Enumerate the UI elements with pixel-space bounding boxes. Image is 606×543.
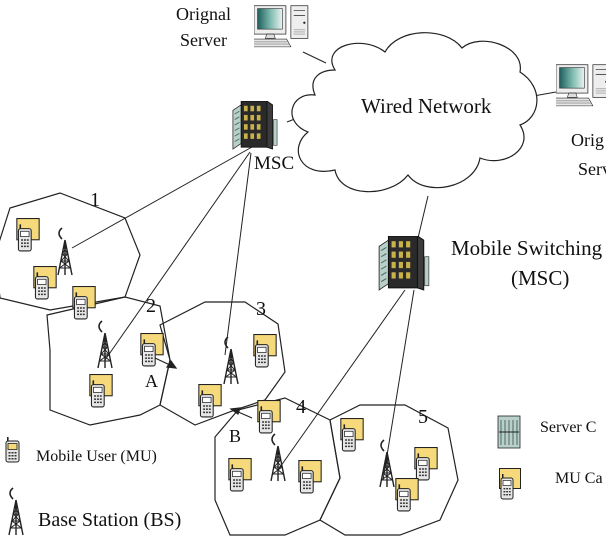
cell-5	[319, 404, 459, 536]
msc-rack-top	[232, 101, 278, 150]
msc-rack-right	[378, 236, 430, 291]
cell-4-label: 4	[296, 396, 306, 418]
mobile-user-with-cache-icon	[140, 333, 164, 367]
legend-base-station-label: Base Station (BS)	[38, 509, 182, 531]
legend-base-station-icon	[8, 487, 24, 536]
connection-lines	[71, 51, 557, 481]
base-station-tower-icon	[379, 439, 395, 488]
original-server-computer-right	[556, 64, 606, 107]
left-server-label-line1: Orignal	[176, 4, 231, 24]
base-station-tower-icon	[97, 320, 113, 369]
cell-5-label: 5	[418, 406, 428, 428]
handoff-arrows	[154, 357, 253, 419]
mobile-user-with-cache-icon	[72, 286, 96, 320]
link-cloud-msc-right	[417, 195, 429, 239]
legend-server-cache-label: Server C	[540, 419, 597, 436]
link-msc-top-bs2	[104, 151, 251, 361]
mobile-user-with-cache-icon	[253, 334, 277, 368]
mobile-user-with-cache-icon	[257, 400, 281, 434]
msc-top-label: MSC	[254, 153, 295, 174]
mobile-user-with-cache-icon	[33, 266, 57, 300]
mobile-user-with-cache-icon	[414, 447, 438, 481]
wired-network-label: Wired Network	[361, 94, 492, 118]
mobile-user-with-cache-icon	[228, 458, 252, 492]
msc-right-label-line1: Mobile Switching	[451, 236, 603, 260]
link-left-server-cloud	[302, 51, 327, 64]
link-msc-right-bs5	[382, 289, 415, 481]
left-server-label-line2: Server	[180, 30, 227, 50]
cell-1	[0, 192, 141, 311]
link-msc-top-bs3	[224, 152, 252, 356]
mobile-user-with-cache-icon	[395, 478, 419, 512]
cell-2-label: 2	[146, 295, 156, 317]
mobile-users	[16, 218, 438, 512]
cell-3-label: 3	[256, 298, 266, 320]
wired-network-cloud	[291, 32, 538, 193]
mobile-user-with-cache-icon	[340, 418, 364, 452]
legend-server-cache-icon	[497, 415, 521, 449]
base-station-tower-icon	[270, 433, 286, 482]
legend-mobile-user-icon	[5, 436, 20, 463]
mobile-user-with-cache-icon	[16, 218, 40, 252]
legend-mu-cache-icon	[499, 468, 521, 500]
right-server-label-line1: Orig	[571, 130, 604, 150]
handoff-a-label: A	[145, 371, 158, 391]
link-msc-right-bs4	[277, 289, 406, 471]
original-server-computer-left	[254, 5, 309, 48]
legend-mobile-user-label: Mobile User (MU)	[36, 448, 157, 465]
cell-1-label: 1	[90, 189, 100, 211]
link-msc-top-bs1	[71, 146, 253, 249]
base-station-tower-icon	[57, 227, 73, 276]
right-server-label-line2: Serv	[578, 159, 606, 179]
handoff-b-label: B	[229, 426, 242, 446]
legend-mu-cache-label: MU Ca	[555, 470, 603, 487]
mobile-user-with-cache-icon	[298, 460, 322, 494]
cell-2	[46, 296, 171, 426]
base-station-tower-icon	[223, 336, 239, 385]
mobile-user-with-cache-icon	[89, 374, 113, 408]
mobile-user-with-cache-icon	[198, 384, 222, 418]
msc-right-label-line2: (MSC)	[511, 266, 570, 290]
